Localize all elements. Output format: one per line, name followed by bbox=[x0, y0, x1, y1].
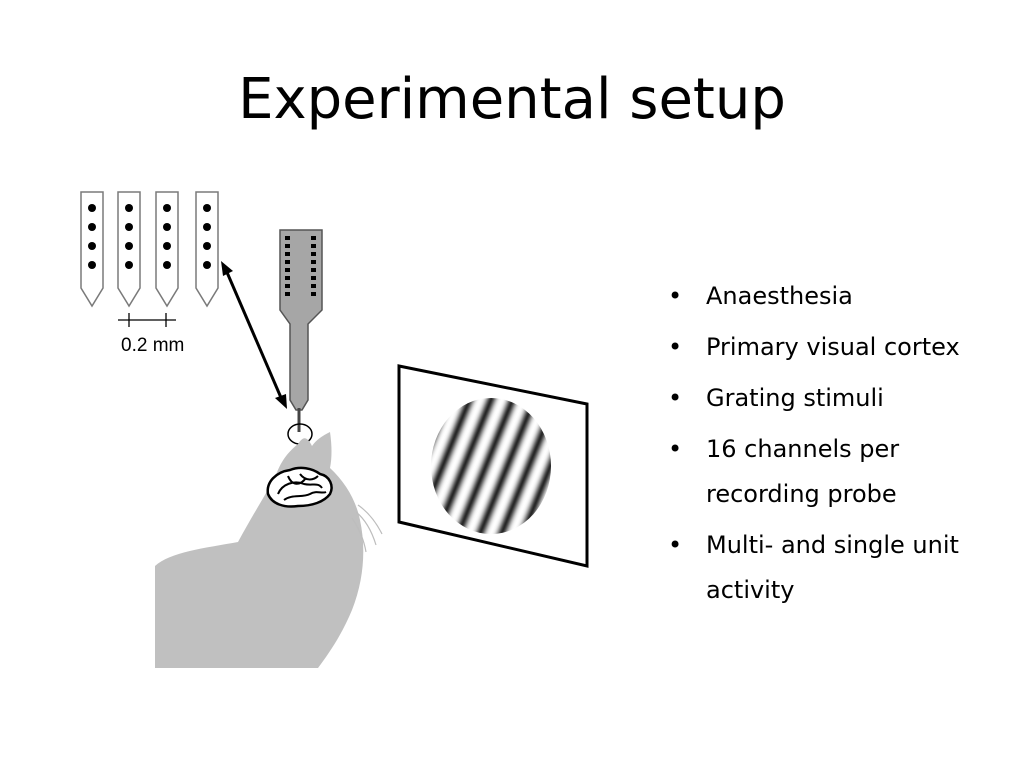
shank-3 bbox=[155, 191, 179, 308]
scale-bar: 0.2 mm bbox=[118, 313, 184, 356]
grating-stimulus-screen-icon bbox=[397, 364, 589, 568]
zoom-arrow-icon bbox=[221, 261, 287, 409]
bullet-text: Grating stimuli bbox=[706, 384, 884, 412]
whiskers bbox=[351, 504, 383, 553]
bullet-item: • Multi- and single unit activity bbox=[668, 523, 1008, 613]
grating-disc bbox=[431, 398, 551, 534]
bullet-item: • Grating stimuli bbox=[668, 376, 1008, 421]
bullet-marker: • bbox=[668, 531, 683, 559]
bullet-list: • Anaesthesia • Primary visual cortex • … bbox=[668, 274, 1008, 619]
bullet-text-line-1: Multi- and single unit bbox=[706, 531, 959, 559]
bullet-marker: • bbox=[668, 384, 683, 412]
brain-outline-icon bbox=[266, 466, 333, 508]
shank-1 bbox=[80, 191, 104, 308]
shank-2 bbox=[117, 191, 141, 308]
bullet-text-line-2: activity bbox=[706, 576, 795, 604]
bullet-item: • Primary visual cortex bbox=[668, 325, 1008, 370]
bullet-text-line-1: 16 channels per bbox=[706, 435, 900, 463]
bullet-marker: • bbox=[668, 333, 683, 361]
bullet-marker: • bbox=[668, 282, 683, 310]
scale-bar-label: 0.2 mm bbox=[121, 335, 184, 356]
bullet-marker: • bbox=[668, 435, 683, 463]
bullet-text: Anaesthesia bbox=[706, 282, 853, 310]
bullet-item: • 16 channels per recording probe bbox=[668, 427, 1008, 517]
shank-4 bbox=[195, 191, 219, 308]
recording-probe-icon bbox=[279, 229, 323, 445]
bullet-item: • Anaesthesia bbox=[668, 274, 1008, 319]
bullet-text-line-2: recording probe bbox=[706, 480, 897, 508]
slide-title: Experimental setup bbox=[238, 67, 786, 132]
bullet-text: Primary visual cortex bbox=[706, 333, 960, 361]
cat-silhouette-icon bbox=[155, 432, 383, 668]
multi-shank-probe-closeup-icon bbox=[80, 191, 219, 308]
